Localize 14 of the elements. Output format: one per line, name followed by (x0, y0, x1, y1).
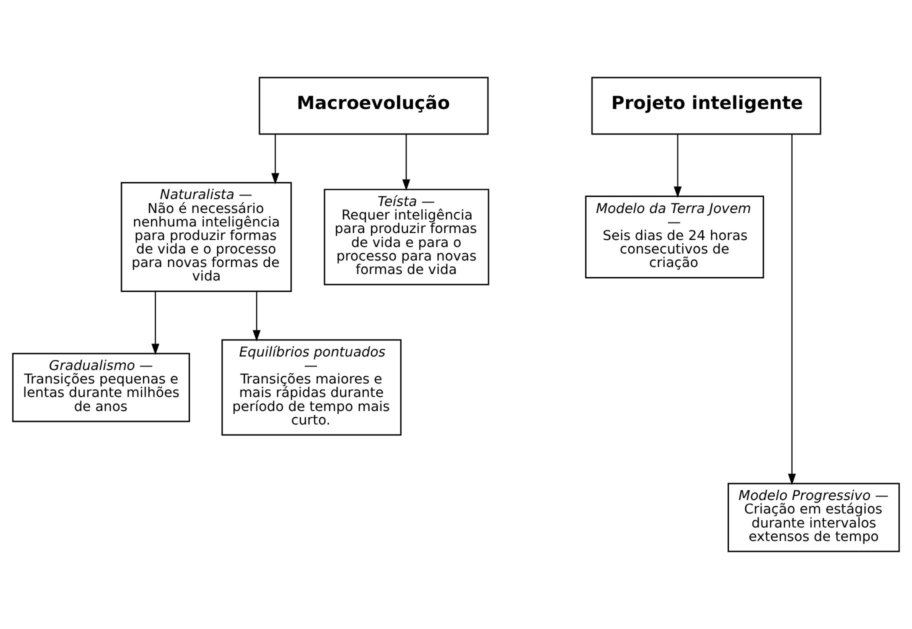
node-box: Macroevolução (258, 76, 489, 135)
node-box: Teísta — Requer inteligência para produzir formas de vida e para o processo para novas formas de vida (324, 188, 490, 286)
arrow (674, 134, 682, 198)
node-box: Modelo da Terra Jovem — Seis dias de 24 horas consecutivos de criação (585, 196, 764, 278)
node-box: Modelo Progressivo — Criação em estágios durante intervalos extensos de tempo (728, 482, 900, 552)
arrow (271, 134, 280, 184)
node-box: Naturalista — Não é necessário nenhuma inteligência para produzir formas de vida e o processo para novas formas de vida (120, 182, 292, 292)
node-box: Equilíbrios pontuados — Transições maiores e mais rápidas durante período de tempo mais curto. (221, 339, 402, 436)
arrow (151, 291, 160, 356)
node-box: Gradualismo — Transições pequenas e lentas durante milhões de anos (12, 352, 190, 422)
arrow (788, 134, 796, 486)
arrow (252, 291, 261, 342)
node-box: Projeto inteligente (591, 76, 822, 135)
arrow (402, 134, 410, 191)
